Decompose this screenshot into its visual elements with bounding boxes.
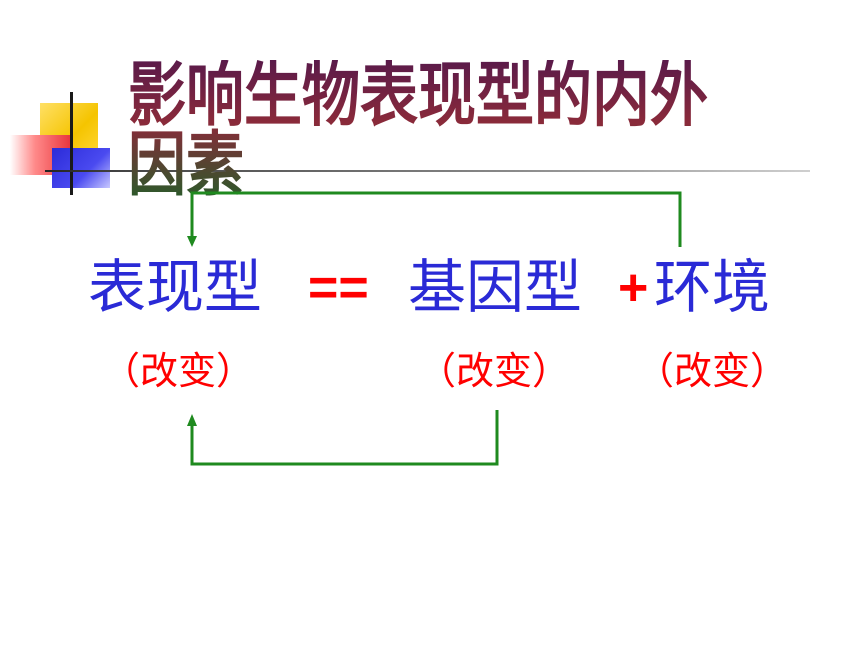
environment-to-phenotype-arrow bbox=[190, 191, 682, 247]
genotype-to-phenotype-arrow bbox=[190, 410, 499, 466]
genotype-change-label: （改变） bbox=[418, 349, 571, 393]
environment-change-label: （改变） bbox=[636, 349, 789, 393]
decorative-blue-square bbox=[52, 148, 110, 188]
plus-sign: + bbox=[618, 259, 649, 317]
phenotype-term: 表现型 bbox=[88, 253, 263, 321]
top-arrowhead-icon bbox=[187, 236, 197, 247]
environment-term: 环境 bbox=[654, 253, 771, 321]
slide-title: 影响生物表现型的内外因素 bbox=[128, 60, 728, 199]
decorative-vertical-line bbox=[70, 92, 73, 195]
phenotype-change-label: （改变） bbox=[102, 349, 255, 393]
bottom-arrowhead-icon bbox=[187, 414, 197, 426]
genotype-term: 基因型 bbox=[408, 253, 583, 321]
equals-sign: == bbox=[308, 259, 369, 317]
title-underline bbox=[45, 170, 810, 172]
